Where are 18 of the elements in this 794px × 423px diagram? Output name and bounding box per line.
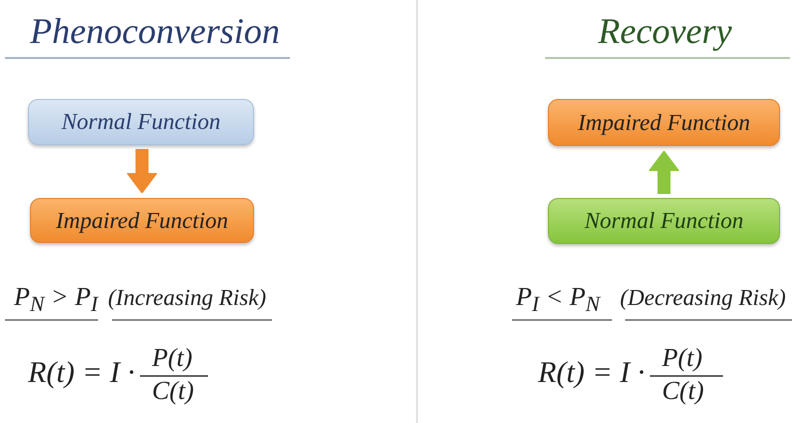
risk-label: (Decreasing Risk) <box>620 285 786 310</box>
process-box: Impaired Function <box>548 99 780 146</box>
fraction-numerator: P(t) <box>152 344 192 373</box>
fraction-numerator: P(t) <box>662 344 702 373</box>
process-box: Normal Function <box>28 99 254 145</box>
risk-label: (Increasing Risk) <box>108 285 266 310</box>
heading: Phenoconversion <box>30 12 280 52</box>
fraction-denominator: C(t) <box>662 377 704 406</box>
formula: R(t) = I · <box>538 356 645 389</box>
formula: R(t) = I · <box>28 356 135 389</box>
process-box: Normal Function <box>548 198 780 244</box>
inequality: P$_{N}$ > P$_{I}$ <box>14 283 98 318</box>
inequality: P$_{I}$ < P$_{N}$ <box>516 283 600 318</box>
heading: Recovery <box>598 12 732 52</box>
fraction-denominator: C(t) <box>152 377 194 406</box>
block-arrow <box>126 149 158 194</box>
block-arrow <box>648 150 680 194</box>
process-box: Impaired Function <box>30 198 254 243</box>
